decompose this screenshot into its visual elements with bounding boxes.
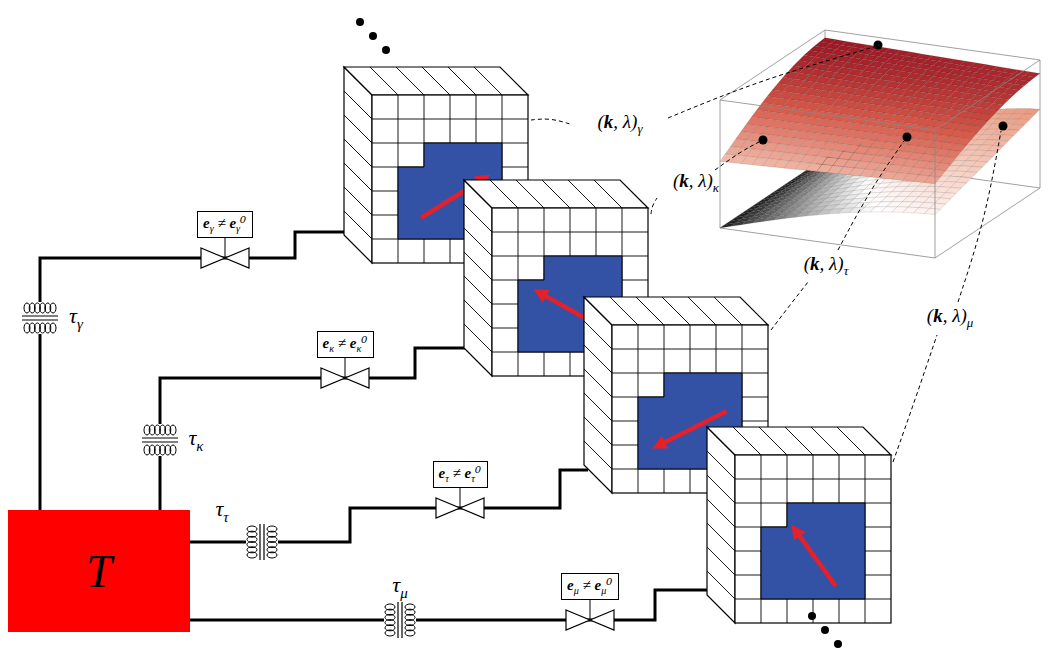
surface-patch (924, 208, 940, 214)
valve-condition: eγ ≠ eγ⁰ (203, 214, 247, 235)
valve-symbol (201, 238, 249, 268)
leader-line (958, 131, 1001, 302)
transformer-symbol (140, 424, 180, 456)
transformer-symbol (20, 302, 60, 334)
valve-condition: eμ ≠ eμ⁰ (567, 576, 613, 597)
transformer-label: τγ (69, 303, 83, 332)
surface-patch (993, 140, 1009, 146)
ellipsis-dot (356, 18, 364, 26)
ellipsis-dot (821, 626, 829, 634)
plot-box-edge (720, 100, 721, 228)
wire (190, 470, 588, 542)
plot-box-edge (825, 158, 1040, 188)
leader-line (668, 47, 874, 118)
valve-label-box: eμ ≠ eμ⁰ (561, 573, 619, 600)
surface-patch (924, 176, 940, 184)
ellipsis-dot (834, 640, 842, 648)
surface-point (999, 122, 1008, 131)
valve-condition: eτ ≠ eτ⁰ (439, 464, 482, 485)
plot-box-edge (935, 130, 936, 258)
valve-symbol (321, 358, 369, 388)
leader-line (531, 119, 570, 124)
surface-patch (982, 151, 998, 157)
wire (160, 348, 467, 510)
transformer-symbol (384, 600, 416, 640)
ellipsis-dot (808, 612, 816, 620)
point-label: (k, λ)μ (927, 305, 973, 331)
surface-patch (972, 161, 988, 167)
surface-patch (987, 145, 1003, 151)
valve-label-box: eγ ≠ eγ⁰ (197, 211, 253, 238)
wire (190, 590, 710, 620)
leader-line (893, 335, 937, 462)
ellipsis-dot (369, 32, 377, 40)
ellipsis-dot (382, 46, 390, 54)
transformer-symbol (246, 522, 278, 562)
surface-patch (1024, 109, 1040, 115)
plot-box-edge (720, 228, 935, 258)
leader-line (715, 142, 759, 170)
plot-box-edge (935, 60, 1040, 130)
valve-symbol (436, 488, 484, 518)
surface-patch (966, 166, 982, 172)
valve-label-box: eτ ≠ eτ⁰ (433, 461, 488, 488)
leader-line (838, 141, 904, 250)
plot-box-edge (720, 158, 825, 228)
surface-point (903, 133, 912, 142)
lattice-block (707, 427, 891, 623)
leader-line (771, 282, 808, 330)
surface-point (759, 136, 768, 145)
leader-line (651, 198, 657, 214)
transformer-label: τμ (392, 572, 407, 601)
surface-point (874, 41, 883, 50)
surface-patch (1019, 114, 1035, 120)
surface-patch (1008, 124, 1024, 130)
surface-patch (977, 156, 993, 162)
point-label: (k, λ)τ (804, 253, 849, 279)
box-symbol: T (86, 545, 112, 598)
plot-box-edge (1040, 60, 1041, 188)
temperature-box: T (8, 510, 190, 632)
surface-patch (1003, 130, 1019, 136)
transformer-label: ττ (215, 496, 228, 525)
valve-label-box: eκ ≠ eκ⁰ (317, 331, 374, 358)
surface-patch (930, 170, 946, 178)
plot-box-edge (720, 30, 825, 100)
valve-symbol (566, 600, 614, 630)
wire (40, 232, 347, 510)
valve-condition: eκ ≠ eκ⁰ (323, 334, 368, 355)
transformer-label: τκ (188, 425, 203, 454)
point-label: (k, λ)κ (673, 170, 719, 196)
plot-box-edge (720, 100, 935, 130)
surface-patch (1014, 119, 1030, 125)
point-label: (k, λ)γ (598, 111, 643, 137)
